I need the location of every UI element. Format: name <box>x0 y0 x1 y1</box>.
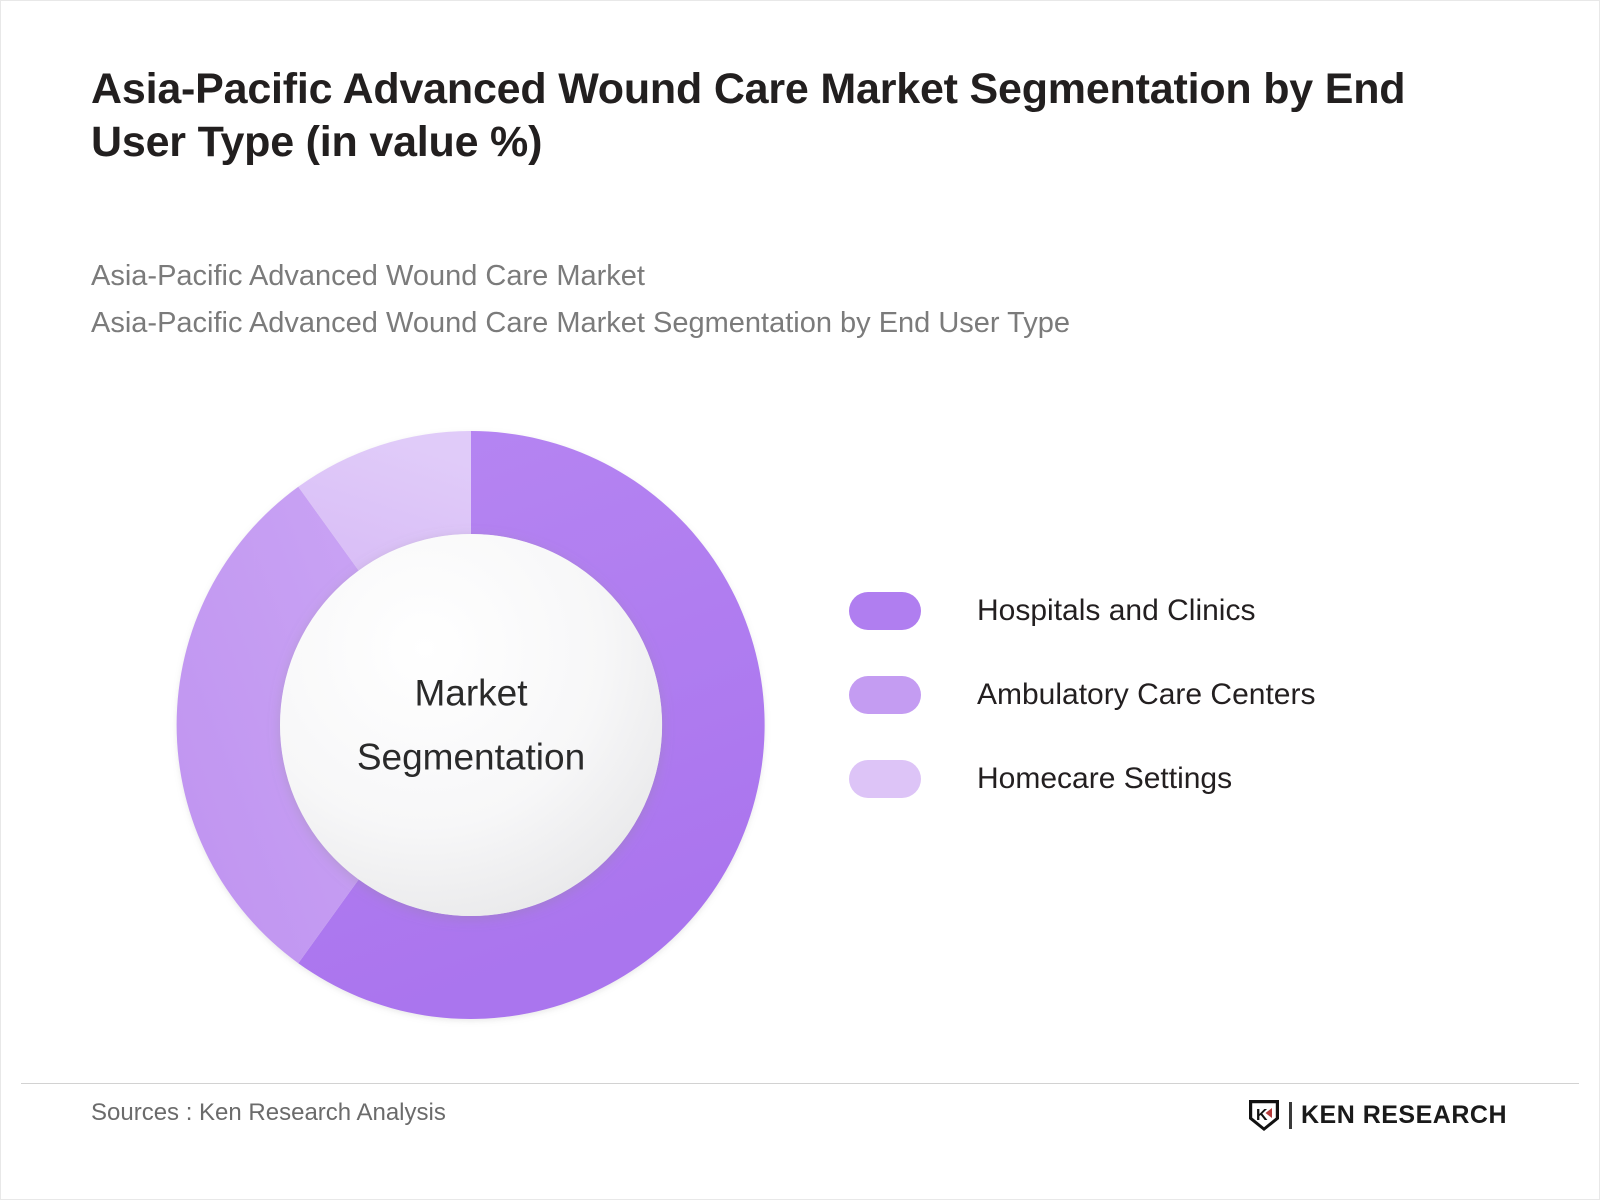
footer-divider <box>21 1083 1579 1084</box>
donut-segment-homecare-settings[interactable] <box>298 430 471 571</box>
subtitle-line-1: Asia-Pacific Advanced Wound Care Market <box>91 260 645 292</box>
page-title-line-1: Asia-Pacific Advanced Wound Care Market … <box>91 65 1252 113</box>
subtitle-block: Asia-Pacific Advanced Wound Care Market … <box>91 253 1491 347</box>
subtitle-line-2: Asia-Pacific Advanced Wound Care Market … <box>91 306 1070 339</box>
ken-research-shield-icon: K <box>1248 1100 1279 1131</box>
brand-divider <box>1288 1101 1292 1129</box>
donut-center-hole <box>280 534 662 916</box>
legend-label-homecare-settings: Homecare Settings <box>977 762 1233 795</box>
legend-item-homecare-settings[interactable]: Homecare Settings <box>849 737 1315 821</box>
chart-legend: Hospitals and Clinics Ambulatory Care Ce… <box>849 569 1315 821</box>
legend-item-hospitals-and-clinics[interactable]: Hospitals and Clinics <box>849 569 1315 653</box>
legend-swatch-homecare-settings <box>849 760 921 798</box>
svg-text:K: K <box>1256 1107 1268 1124</box>
donut-chart: Market Segmentation <box>176 430 765 1019</box>
legend-label-ambulatory-care-centers: Ambulatory Care Centers <box>977 678 1316 711</box>
brand-logo: K KEN RESEARCH <box>1247 1098 1507 1132</box>
donut-segments <box>176 430 765 1019</box>
legend-item-ambulatory-care-centers[interactable]: Ambulatory Care Centers <box>849 653 1315 737</box>
page-title: Asia-Pacific Advanced Wound Care Market … <box>91 63 1491 170</box>
legend-label-hospitals-and-clinics: Hospitals and Clinics <box>977 594 1256 627</box>
header: Asia-Pacific Advanced Wound Care Market … <box>91 63 1511 170</box>
donut-segment-hospitals-and-clinics[interactable] <box>298 431 765 1019</box>
legend-swatch-ambulatory-care-centers <box>849 676 921 714</box>
donut-segment-ambulatory-care-centers[interactable] <box>176 486 359 964</box>
legend-swatch-hospitals-and-clinics <box>849 592 921 630</box>
brand-name: KEN RESEARCH <box>1300 1100 1507 1129</box>
page-title-line-2: by End User Type (in value %) <box>91 65 1406 167</box>
chart-area: Market Segmentation Hospitals and Clinic… <box>1 381 1600 1071</box>
source-note: Sources : Ken Research Analysis <box>91 1099 446 1126</box>
donut-chart-svg <box>176 430 765 1019</box>
